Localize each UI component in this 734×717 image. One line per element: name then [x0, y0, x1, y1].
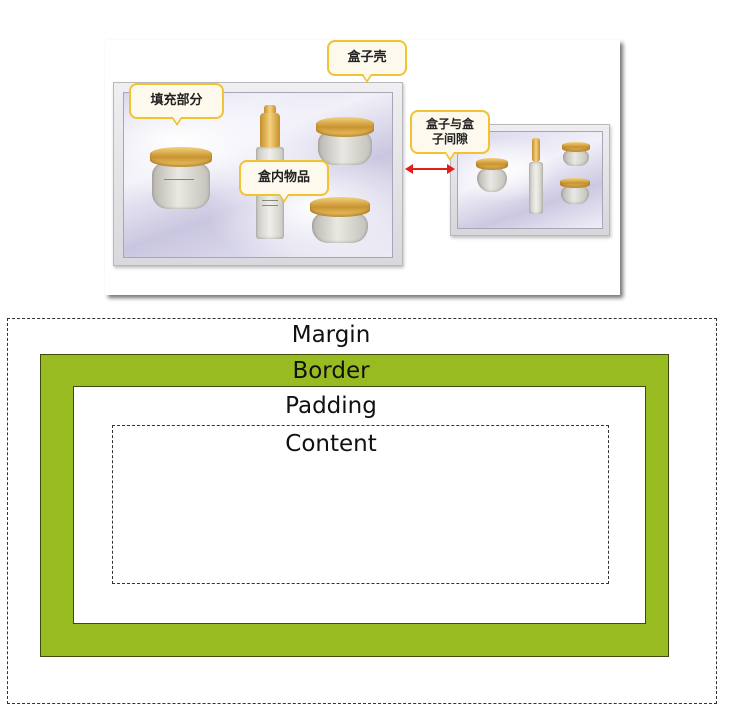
- callout-box-gap: 盒子与盒 子间隙: [410, 110, 490, 161]
- margin-area: [7, 318, 717, 704]
- jar-left: [150, 147, 212, 209]
- margin-label: Margin: [291, 322, 371, 348]
- jar-top-right: [316, 117, 374, 165]
- content-area: [112, 425, 609, 584]
- small-jar-bottom-right: [560, 178, 590, 204]
- callout-filler: 填充部分: [129, 83, 224, 126]
- gap-arrow-icon: [405, 164, 455, 174]
- callout-contents: 盒内物品: [239, 160, 329, 203]
- content-label: Content: [285, 431, 377, 457]
- small-gift-box: [450, 124, 610, 236]
- border-label: Border: [292, 358, 370, 384]
- small-pump-bottle: [526, 138, 546, 216]
- small-jar-left: [476, 158, 508, 192]
- callout-box-shell: 盒子壳: [327, 40, 407, 83]
- padding-label: Padding: [285, 393, 377, 419]
- satin-filler-small: [457, 131, 603, 229]
- small-jar-top-right: [562, 142, 590, 166]
- jar-bottom-right: [310, 197, 370, 243]
